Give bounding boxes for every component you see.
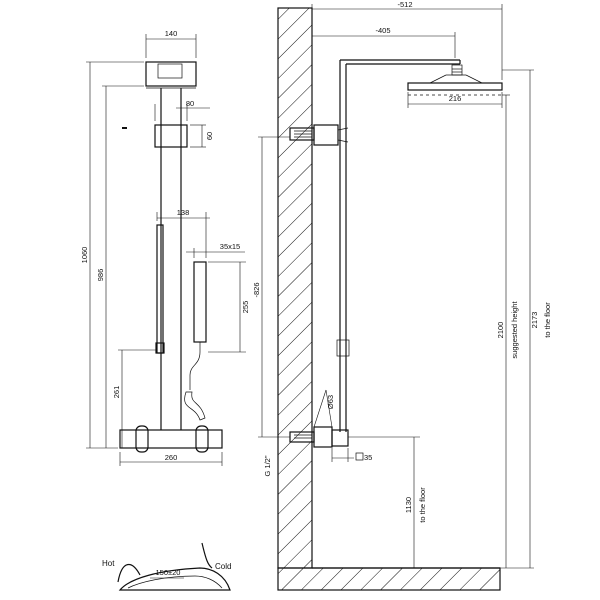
hot-arrow — [117, 564, 141, 583]
hot-label: Hot — [102, 559, 115, 568]
dim-valve-width: 260 — [165, 453, 178, 462]
cold-arrow — [201, 542, 213, 569]
dim-holder-width: 138 — [177, 208, 190, 217]
water-spray — [184, 391, 206, 421]
dim-head-width: 140 — [165, 29, 178, 38]
dim-bracket-height: 60 — [205, 132, 214, 140]
dim-thread: G 1/2" — [263, 455, 272, 476]
wall-section — [277, 7, 313, 569]
valve-body — [119, 429, 223, 449]
dim-floor-valve: 1130 — [404, 497, 413, 513]
side-slider — [336, 339, 350, 357]
dim-suggested-label: suggested height — [510, 301, 519, 359]
mixer-outline — [118, 567, 231, 591]
dim-arm-projection: -405 — [375, 26, 390, 35]
slide-rail — [156, 224, 164, 354]
centre-mark — [122, 127, 127, 129]
dim-total-projection: -512 — [397, 0, 412, 9]
dim-handshower-size: 35x15 — [220, 242, 240, 251]
dim-floor-total: 2173 — [530, 312, 539, 329]
dim-head-diameter: 216 — [449, 94, 462, 103]
wall-bracket — [154, 124, 188, 148]
dim-suggested-height: 2100 — [496, 322, 505, 339]
dim-handshower-height: 255 — [241, 301, 250, 314]
cold-label: Cold — [215, 562, 231, 571]
dim-center-distance: 150±20 — [156, 568, 181, 577]
mixer-detail: Hot Cold 150±20 — [102, 542, 231, 591]
dim-pipe-diameter: Ø63 — [326, 395, 335, 409]
dim-bar-length: -826 — [252, 282, 261, 297]
side-valve — [313, 426, 333, 448]
dim-bar-height: 986 — [96, 269, 105, 282]
dim-floor-valve-label: to the floor — [418, 487, 427, 523]
side-view: -512 -405 216 -826 G 1/2" Ø63 35 1130 to… — [252, 0, 552, 591]
side-shower-head — [407, 82, 503, 91]
dim-total-height: 1060 — [80, 247, 89, 264]
slider-holder — [155, 342, 165, 354]
dim-floor-total-label: to the floor — [543, 302, 552, 338]
dim-bracket-width: 80 — [186, 99, 194, 108]
shower-head — [145, 61, 197, 87]
hand-shower — [193, 261, 207, 343]
front-view: 140 80 60 138 35x15 255 1060 — [80, 29, 250, 466]
dim-valve-height: 261 — [112, 386, 121, 399]
floor-section — [277, 567, 501, 591]
head-connector — [157, 63, 183, 79]
dim-square: 35 — [364, 453, 372, 462]
